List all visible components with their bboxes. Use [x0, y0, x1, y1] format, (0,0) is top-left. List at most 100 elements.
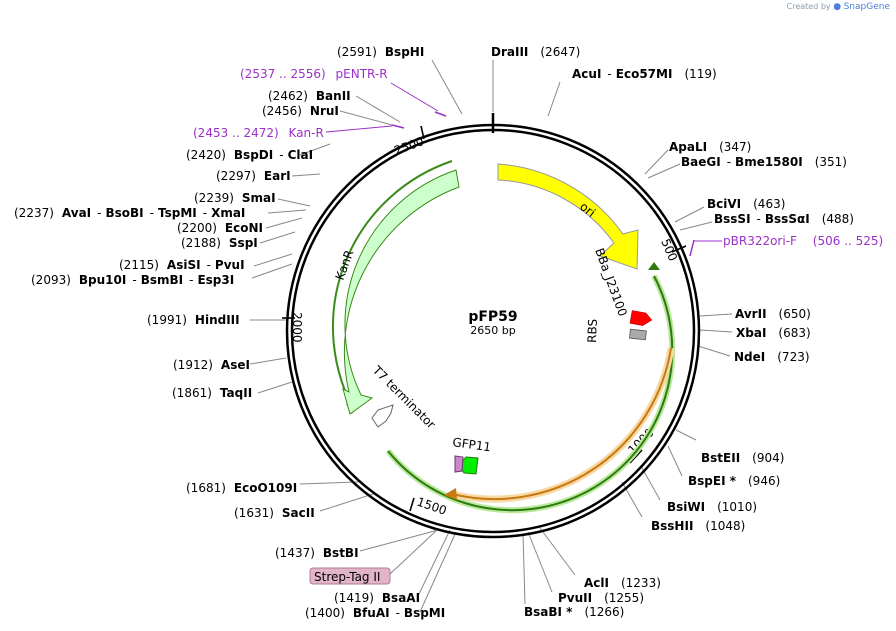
primer-pbr322ori-f[interactable]: pBR322ori-F (506 .. 525): [723, 234, 883, 248]
site-ecoo109i[interactable]: (1681)EcoO109I: [186, 481, 297, 495]
site-sacii[interactable]: (1631) SacII: [234, 506, 315, 520]
orange-track: [451, 347, 672, 501]
site-name: ApaLI: [669, 140, 707, 154]
feature-kanr[interactable]: [342, 169, 460, 415]
kanr-track: [331, 160, 453, 411]
primer-kan-r[interactable]: (2453 .. 2472) Kan-R: [193, 126, 324, 140]
leader-bfuai-bspmi: [419, 531, 457, 613]
site-smai[interactable]: (2239)SmaI: [194, 191, 276, 205]
site-name: BsiWI: [667, 500, 705, 514]
site-pvuii[interactable]: PvuII(1255): [558, 591, 644, 605]
site-name: AcuI: [572, 67, 601, 81]
site-bsphi[interactable]: (2591)BspHI: [337, 45, 424, 59]
feature-t7-terminator[interactable]: [371, 404, 394, 428]
site-ndei[interactable]: NdeI(723): [734, 350, 810, 364]
site-position: (2420): [186, 148, 226, 162]
site-bcivi[interactable]: BciVI(463): [707, 197, 785, 211]
site-bsabi[interactable]: BsaBI *(1266): [524, 605, 624, 619]
primer-pbr322ori-f-name: pBR322ori-F: [723, 234, 797, 248]
site-name: PvuII: [558, 591, 592, 605]
site-separator: -: [207, 258, 211, 272]
site-position: (2462): [268, 89, 308, 103]
site-position: (1631): [234, 506, 274, 520]
site-draiii[interactable]: DraIII(2647): [491, 45, 580, 59]
leader-bsshii: [621, 481, 643, 518]
site-acui-eco57mi[interactable]: AcuI-Eco57MI(119): [572, 67, 717, 81]
feature-bba-j23100[interactable]: [629, 310, 653, 327]
site-separator: -: [132, 273, 136, 287]
created-by-credit: Created by ● SnapGene: [787, 2, 890, 12]
feature-rbs[interactable]: [629, 328, 647, 341]
site-bsiwi[interactable]: BsiWI (1010): [667, 500, 757, 514]
site-bsssi-bsss-i[interactable]: BssSI-BssSαI(488): [714, 212, 854, 226]
leader-bspdi-clai: [299, 143, 331, 156]
site-name: BsaBI *: [524, 605, 573, 619]
site-bsaai[interactable]: (1419)BsaAI: [334, 591, 420, 605]
leader-nrui: [339, 110, 397, 127]
site-asei[interactable]: (1912)AseI: [173, 358, 250, 372]
site-position: (347): [719, 140, 751, 154]
site-separator: -: [203, 206, 207, 220]
site-name: BspMI: [404, 606, 445, 620]
site-bsshii[interactable]: BssHII(1048): [651, 519, 745, 533]
site-avai-bsobi[interactable]: (2237)AvaI-BsoBI-TspMI-XmaI: [14, 206, 245, 220]
site-econi[interactable]: (2200)EcoNI: [177, 221, 263, 235]
site-sspi[interactable]: (2188)SspI: [181, 236, 258, 250]
leader-bsiwi: [641, 467, 661, 501]
site-bfuai-bspmi[interactable]: (1400)BfuAI-BspMI: [305, 606, 445, 620]
site-position: (1681): [186, 481, 226, 495]
site-position: (650): [779, 307, 811, 321]
site-position: (2237): [14, 206, 54, 220]
gfp-track-arrowhead: [648, 262, 660, 270]
site-position: (2456): [262, 104, 302, 118]
site-name: Eco57MI: [616, 67, 673, 81]
site-acli[interactable]: AclI(1233): [584, 576, 661, 590]
site-taqii[interactable]: (1861)TaqII: [172, 386, 252, 400]
site-position: (1048): [705, 519, 745, 533]
strep-tag-leader: [389, 529, 438, 575]
site-asisi-pvui[interactable]: (2115)AsiSI-PvuI: [119, 258, 245, 272]
site-separator: -: [279, 148, 283, 162]
leader-ecoo109i: [299, 481, 359, 485]
site-avrii[interactable]: AvrII(650): [735, 307, 811, 321]
leader-bstbi: [359, 529, 439, 552]
site-name: AseI: [221, 358, 250, 372]
leader-apali: [644, 149, 669, 175]
site-bsteii[interactable]: BstEII(904): [701, 451, 784, 465]
primer-pentr-r-name: pENTR-R: [336, 67, 388, 81]
site-eari[interactable]: (2297)EarI: [216, 169, 291, 183]
site-position: (904): [752, 451, 784, 465]
site-bspdi-clai[interactable]: (2420) BspDI-ClaI: [186, 148, 313, 162]
site-name: ClaI: [288, 148, 313, 162]
site-baegi-bme1580i[interactable]: BaeGI-Bme1580I(351): [681, 155, 847, 169]
leader-ndei: [697, 345, 731, 357]
site-bspei[interactable]: BspEI *(946): [688, 474, 780, 488]
site-position: (2188): [181, 236, 221, 250]
site-name: SacII: [282, 506, 315, 520]
site-position: (1437): [275, 546, 315, 560]
site-name: BspDI: [234, 148, 273, 162]
site-position: (2297): [216, 169, 256, 183]
leader-xbai: [699, 329, 733, 333]
site-position: (2647): [540, 45, 580, 59]
leader-econi: [265, 217, 303, 229]
site-banii[interactable]: (2462)BanII: [268, 89, 351, 103]
feature-ori[interactable]: [497, 163, 639, 270]
primer-pentr-r[interactable]: (2537 .. 2556) pENTR-R: [240, 67, 388, 81]
site-name: BciVI: [707, 197, 741, 211]
site-bstbi[interactable]: (1437)BstBI: [275, 546, 359, 560]
site-position: (683): [778, 326, 810, 340]
feature-strep-tag-marker[interactable]: [454, 455, 464, 473]
site-separator: -: [727, 155, 731, 169]
site-bpu10i-bsmbi[interactable]: (2093)Bpu10I-BsmBI-Esp3I: [31, 273, 234, 287]
site-apali[interactable]: ApaLI (347): [669, 140, 751, 154]
site-xbai[interactable]: XbaI(683): [736, 326, 811, 340]
strep-tag-label-box[interactable]: [309, 567, 391, 585]
site-name: BssSαI: [765, 212, 810, 226]
site-nrui[interactable]: (2456)NruI: [262, 104, 339, 118]
tick-marks: [282, 125, 687, 512]
site-position: (1010): [717, 500, 757, 514]
site-hindiii[interactable]: (1991)HindIII: [147, 313, 240, 327]
leader-bsaai: [417, 529, 451, 597]
feature-label-gfp11: GFP11: [452, 435, 492, 454]
